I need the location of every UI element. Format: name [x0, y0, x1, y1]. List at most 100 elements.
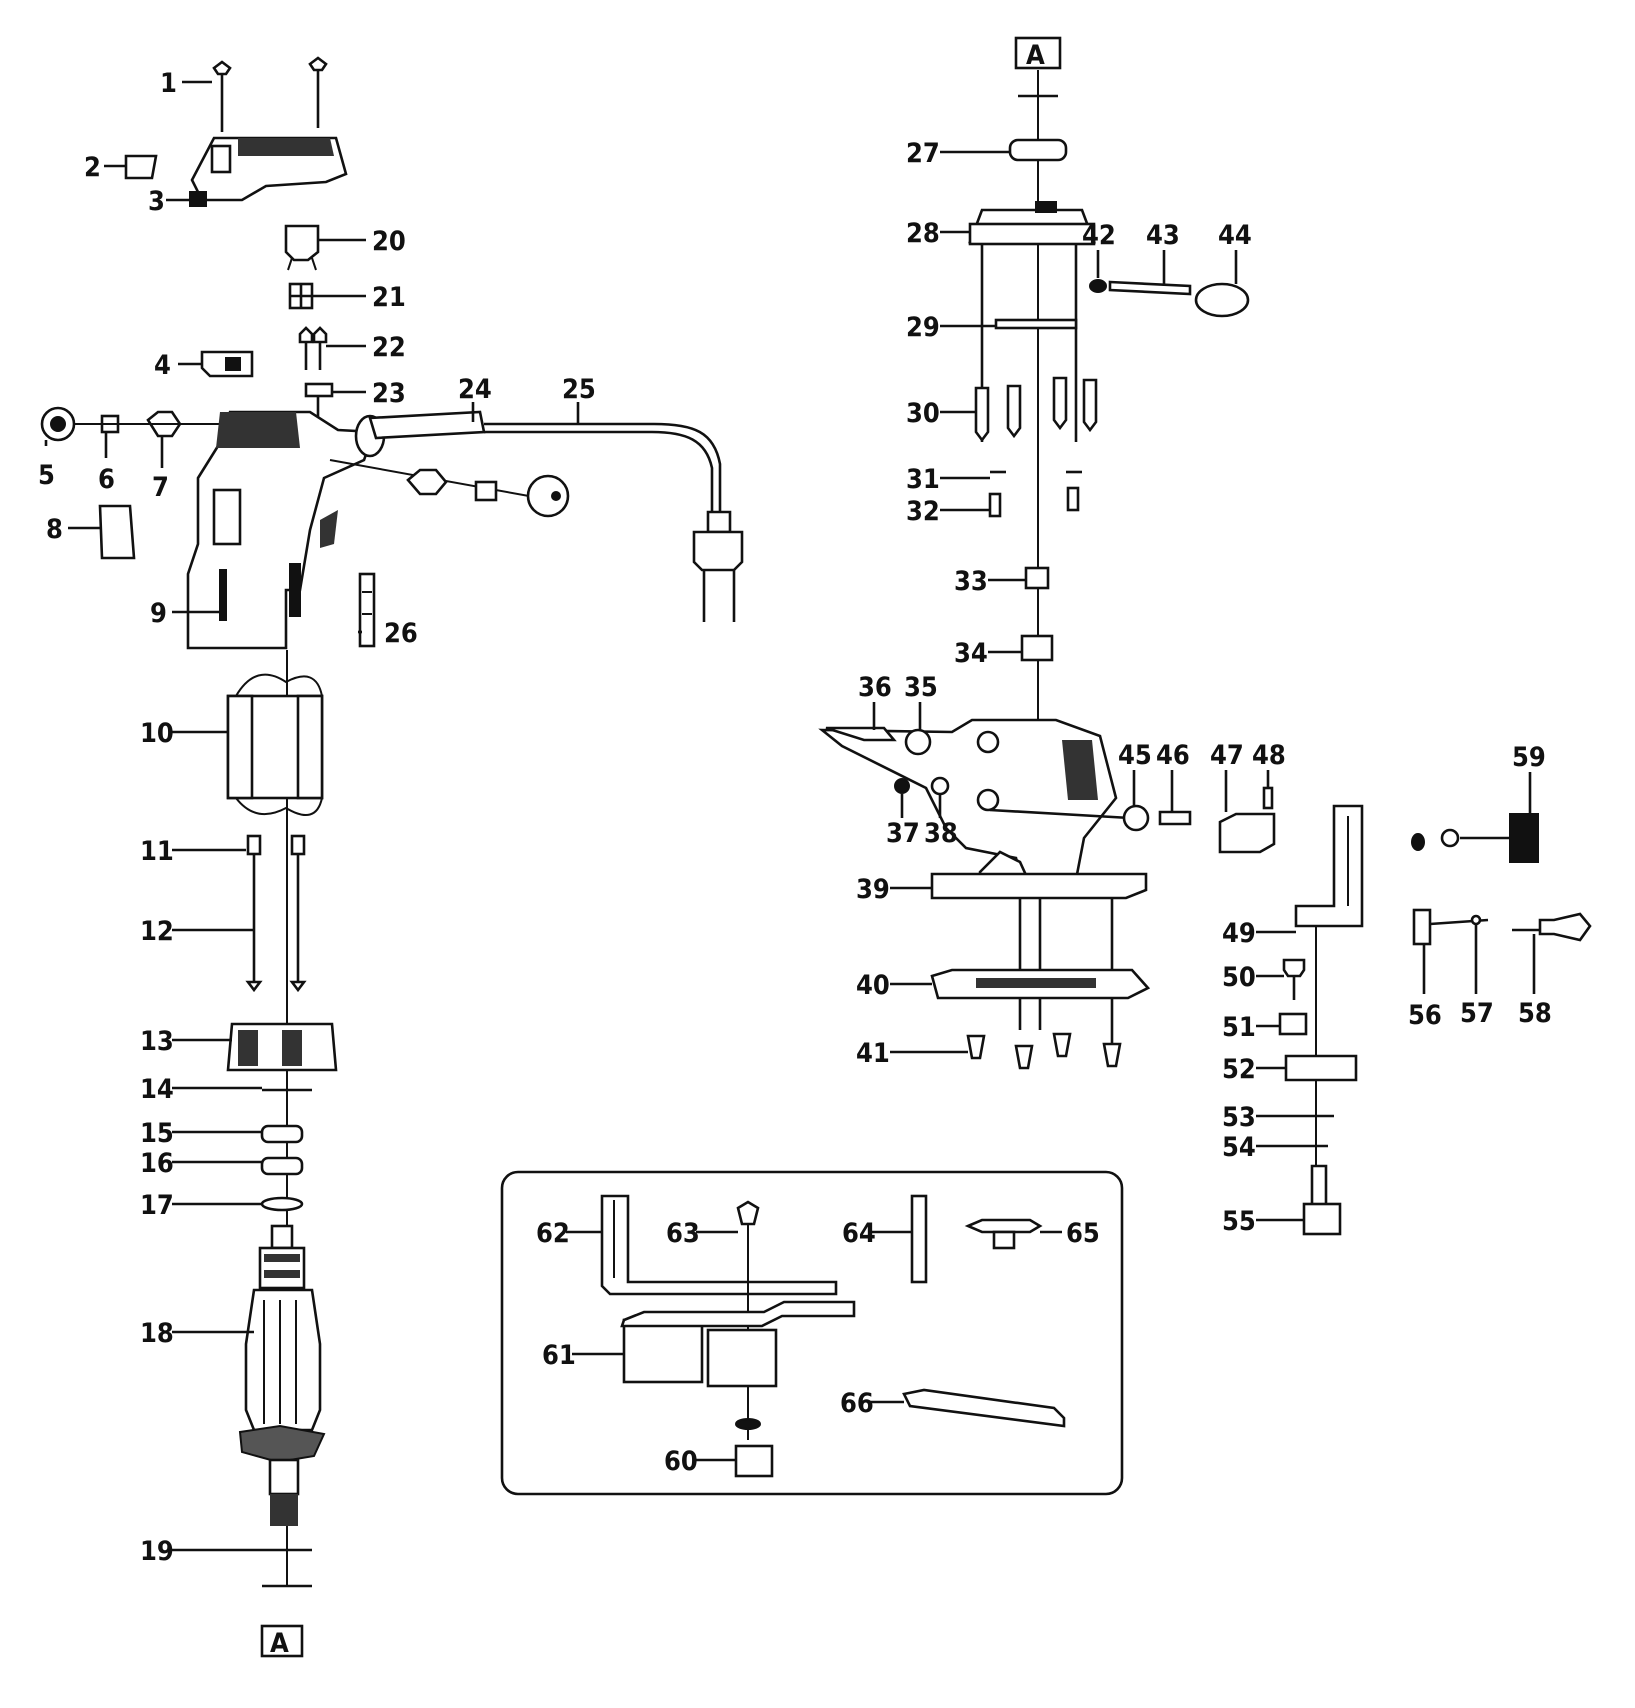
marker-a-top-text: A: [1026, 40, 1045, 71]
part-9-motor-housing: [186, 410, 376, 650]
part-label-57: 57: [1460, 998, 1494, 1029]
part-label-5: 5: [38, 460, 55, 491]
part-41-screws: [966, 1032, 1122, 1070]
part-label-42: 42: [1082, 220, 1116, 251]
part-label-59: 59: [1512, 742, 1546, 773]
part-label-6: 6: [98, 464, 115, 495]
part-label-13: 13: [140, 1026, 174, 1057]
part-15-bearing: [260, 1124, 304, 1144]
part-52-clamp: [1284, 1054, 1358, 1082]
part-label-63: 63: [666, 1218, 700, 1249]
part-62-fence: [600, 1194, 838, 1296]
part-59-adjust-knob: [1411, 813, 1539, 863]
part-label-10: 10: [140, 718, 174, 749]
part-label-46: 46: [1156, 740, 1190, 771]
part-3-top-cover: [189, 136, 348, 207]
part-label-27: 27: [906, 138, 940, 169]
part-label-64: 64: [842, 1218, 876, 1249]
part-label-22: 22: [372, 332, 406, 363]
part-label-65: 65: [1066, 1218, 1100, 1249]
part-label-50: 50: [1222, 962, 1256, 993]
part-label-1: 1: [160, 68, 177, 99]
base-assembly: A: [818, 36, 1592, 1236]
part-label-16: 16: [140, 1148, 174, 1179]
part-30-screws: [974, 376, 1098, 443]
part-27-bearing: [1008, 138, 1068, 162]
part-26-carbon-brush: [358, 572, 376, 648]
part-label-56: 56: [1408, 1000, 1442, 1031]
part-39-base-body: [818, 718, 1148, 900]
part-50-screw: [1282, 958, 1306, 1000]
part-11-12-screws: [245, 834, 307, 993]
accessory-inset: [500, 1170, 1124, 1496]
part-label-35: 35: [904, 672, 938, 703]
part-label-18: 18: [140, 1318, 174, 1349]
motor-assembly: A: [40, 56, 744, 1659]
part-51-block: [1278, 1012, 1308, 1036]
part-label-62: 62: [536, 1218, 570, 1249]
part-46-pin: [1158, 810, 1192, 826]
part-label-52: 52: [1222, 1054, 1256, 1085]
part-label-2: 2: [84, 152, 101, 183]
part-16-bearing: [260, 1156, 304, 1176]
part-66-strip: [902, 1388, 1066, 1428]
part-label-24: 24: [458, 374, 492, 405]
part-42-44-clamp-lever: [1089, 279, 1250, 318]
part-35-knob: [904, 728, 932, 756]
part-label-33: 33: [954, 566, 988, 597]
part-label-8: 8: [46, 514, 63, 545]
part-label-60: 60: [664, 1446, 698, 1477]
part-20-terminal: [284, 224, 320, 271]
part-28-column-head: [968, 201, 1096, 246]
part-label-21: 21: [372, 282, 406, 313]
part-label-31: 31: [906, 464, 940, 495]
part-40-base-plate: [930, 968, 1151, 1000]
part-label-55: 55: [1222, 1206, 1256, 1237]
part-17-washer: [260, 1196, 304, 1212]
part-label-53: 53: [1222, 1102, 1256, 1133]
part-18-armature: [238, 1224, 326, 1526]
part-label-58: 58: [1518, 998, 1552, 1029]
reference-marker-a-top: A: [1014, 36, 1062, 71]
part-label-39: 39: [856, 874, 890, 905]
part-label-28: 28: [906, 218, 940, 249]
part-label-37: 37: [886, 818, 920, 849]
part-label-38: 38: [924, 818, 958, 849]
marker-a-bottom-text: A: [270, 1628, 289, 1659]
part-label-44: 44: [1218, 220, 1252, 251]
part-45-washer: [1122, 804, 1150, 832]
part-65-nut: [964, 1218, 1043, 1250]
part-label-34: 34: [954, 638, 988, 669]
part-33-nut: [1024, 566, 1050, 590]
part-label-51: 51: [1222, 1012, 1256, 1043]
part-label-40: 40: [856, 970, 890, 1001]
part-48-pin: [1262, 786, 1274, 810]
part-label-3: 3: [148, 186, 165, 217]
part-2-switch-cap: [124, 154, 158, 180]
part-24-25-power-cord: [354, 410, 744, 622]
part-label-23: 23: [372, 378, 406, 409]
part-10-stator: [226, 673, 324, 817]
part-label-54: 54: [1222, 1132, 1256, 1163]
part-49-fence-bracket: [1294, 804, 1364, 928]
part-label-66: 66: [840, 1388, 874, 1419]
part-60-knob: [734, 1444, 774, 1478]
part-56-58-locking-knob: [1412, 908, 1592, 946]
part-36-stop: [825, 726, 897, 742]
part-4-switch: [200, 350, 254, 378]
part-47-bracket: [1218, 812, 1276, 854]
part-34-block: [1020, 634, 1054, 662]
part-label-30: 30: [906, 398, 940, 429]
part-55-knob: [1302, 1164, 1342, 1236]
part-label-61: 61: [542, 1340, 576, 1371]
part-21-connector: [288, 282, 314, 310]
part-13-baffle: [226, 1022, 338, 1072]
leader-lines: [44, 80, 1536, 1552]
reference-marker-a-bottom: A: [260, 1624, 304, 1659]
part-label-32: 32: [906, 496, 940, 527]
part-label-7: 7: [152, 472, 169, 503]
part-22-screws: [298, 326, 328, 370]
part-label-12: 12: [140, 916, 174, 947]
part-label-19: 19: [140, 1536, 174, 1567]
part-label-14: 14: [140, 1074, 174, 1105]
